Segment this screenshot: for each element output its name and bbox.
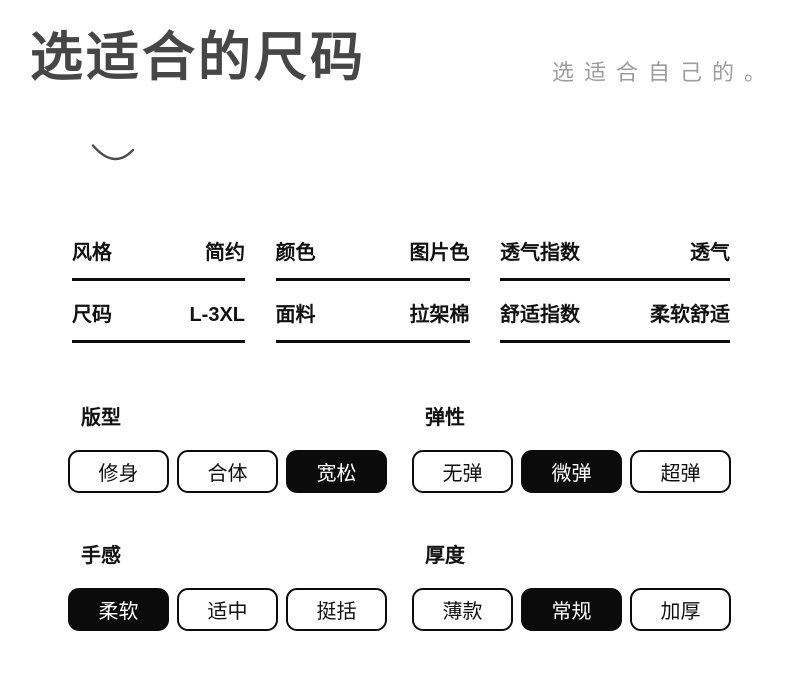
group-options: 无弹 微弹 超弹: [412, 450, 731, 493]
option-feel-soft[interactable]: 柔软: [68, 588, 169, 631]
option-fit-loose[interactable]: 宽松: [286, 450, 387, 493]
group-label-hand-feel: 手感: [81, 545, 121, 567]
option-elastic-none[interactable]: 无弹: [412, 450, 513, 493]
option-group-elasticity: 弹性 无弹 微弹 超弹: [412, 406, 731, 493]
spec-color: 颜色 图片色: [275, 240, 470, 281]
spec-fabric: 面料 拉架棉: [275, 302, 470, 343]
option-thickness-thin[interactable]: 薄款: [412, 588, 513, 631]
option-thickness-regular[interactable]: 常规: [521, 588, 622, 631]
group-options: 薄款 常规 加厚: [412, 588, 731, 631]
spec-label: 颜色: [275, 242, 316, 264]
spec-value: 拉架棉: [409, 304, 470, 326]
option-thickness-thick[interactable]: 加厚: [630, 588, 731, 631]
option-elastic-high[interactable]: 超弹: [630, 450, 731, 493]
spec-column: 颜色 图片色 面料 拉架棉: [275, 240, 470, 343]
group-options: 柔软 适中 挺括: [68, 588, 387, 631]
spec-label: 尺码: [72, 304, 112, 326]
spec-breathability: 透气指数 透气: [500, 240, 730, 281]
spec-value: 透气: [690, 242, 730, 264]
smile-arc-icon: [91, 144, 135, 161]
spec-table: 风格 简约 尺码 L-3XL 颜色 图片色 面料 拉架棉 透气指数 透气: [72, 240, 730, 343]
spec-label: 风格: [72, 242, 112, 264]
option-fit-slim[interactable]: 修身: [68, 450, 169, 493]
option-group-thickness: 厚度 薄款 常规 加厚: [412, 544, 731, 631]
group-label-elasticity: 弹性: [425, 407, 465, 429]
spec-value: L-3XL: [189, 304, 245, 326]
spec-size: 尺码 L-3XL: [72, 302, 245, 343]
page-subtitle: 选适合自己的。: [551, 60, 776, 85]
spec-label: 面料: [275, 304, 316, 326]
group-label-thickness: 厚度: [425, 545, 465, 567]
option-group-fit-type: 版型 修身 合体 宽松: [68, 406, 387, 493]
spec-comfort: 舒适指数 柔软舒适: [500, 302, 730, 343]
option-elastic-slight[interactable]: 微弹: [521, 450, 622, 493]
spec-label: 舒适指数: [500, 304, 580, 326]
spec-value: 柔软舒适: [650, 304, 730, 326]
group-options: 修身 合体 宽松: [68, 450, 387, 493]
option-feel-medium[interactable]: 适中: [177, 588, 278, 631]
spec-column: 风格 简约 尺码 L-3XL: [72, 240, 245, 343]
option-feel-crisp[interactable]: 挺括: [286, 588, 387, 631]
page-title: 选适合的尺码: [30, 28, 366, 87]
spec-column: 透气指数 透气 舒适指数 柔软舒适: [500, 240, 730, 343]
spec-value: 简约: [205, 242, 245, 264]
option-fit-regular[interactable]: 合体: [177, 450, 278, 493]
spec-style: 风格 简约: [72, 240, 245, 281]
group-label-fit-type: 版型: [81, 407, 121, 429]
spec-label: 透气指数: [500, 242, 580, 264]
spec-value: 图片色: [409, 242, 470, 264]
option-group-hand-feel: 手感 柔软 适中 挺括: [68, 544, 387, 631]
